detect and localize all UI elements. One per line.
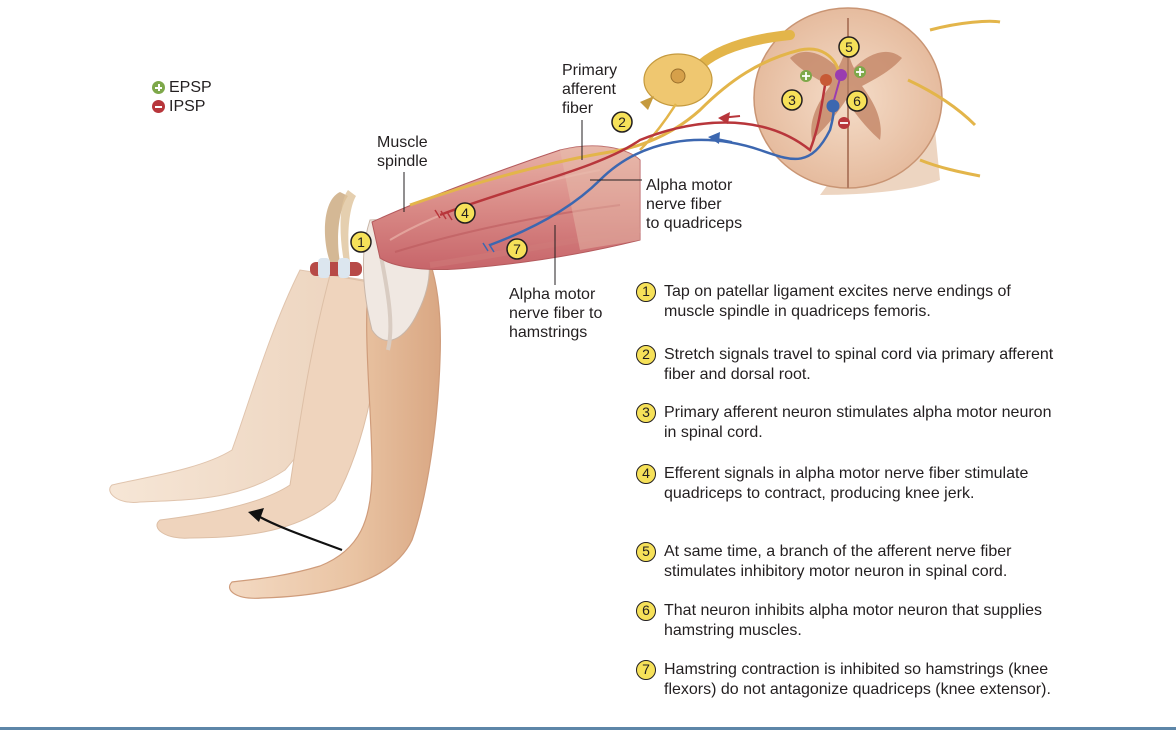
step-text: Hamstring contraction is inhibited so ha… — [664, 661, 1051, 698]
step-number-badge: 4 — [636, 464, 656, 484]
marker-4: 4 — [454, 202, 476, 224]
step-text: Tap on patellar ligament excites nerve e… — [664, 283, 1011, 320]
label-line: nerve fiber — [646, 196, 722, 213]
marker-3: 3 — [781, 89, 803, 111]
reflex-hammer — [310, 190, 362, 278]
label-alpha-hamstrings: Alpha motor nerve fiber to hamstrings — [509, 285, 602, 342]
marker-number: 2 — [618, 114, 626, 130]
efferent-pathways — [434, 69, 847, 253]
label-line: Alpha motor — [509, 286, 596, 303]
label-line: hamstrings — [509, 324, 588, 341]
step-3: 3 Primary afferent neuron stimulates alp… — [636, 403, 1064, 443]
step-7: 7 Hamstring contraction is inhibited so … — [636, 660, 1064, 700]
cord-synapse-symbols — [800, 66, 866, 129]
label-line: spindle — [377, 153, 428, 170]
label-line: nerve fiber to — [509, 305, 603, 322]
legend-ipsp: IPSP — [152, 97, 212, 116]
bottom-rule — [0, 727, 1176, 730]
label-line: Primary — [562, 62, 618, 79]
step-2: 2 Stretch signals travel to spinal cord … — [636, 345, 1064, 385]
step-text: That neuron inhibits alpha motor neuron … — [664, 602, 1043, 639]
step-4: 4 Efferent signals in alpha motor nerve … — [636, 464, 1064, 504]
legend-epsp: EPSP — [152, 78, 212, 97]
step-number-badge: 7 — [636, 660, 656, 680]
label-line: to quadriceps — [646, 215, 743, 232]
thigh — [371, 145, 641, 270]
label-alpha-quadriceps: Alpha motor nerve fiber to quadriceps — [646, 176, 742, 233]
step-number-badge: 6 — [636, 601, 656, 621]
step-number-badge: 2 — [636, 345, 656, 365]
step-text: Primary afferent neuron stimulates alpha… — [664, 404, 1052, 441]
marker-number: 5 — [845, 39, 853, 55]
step-markers: 1 2 3 4 5 6 7 — [350, 36, 868, 260]
marker-number: 3 — [788, 92, 796, 108]
marker-number: 1 — [357, 234, 365, 250]
legend: EPSP IPSP — [152, 78, 212, 116]
marker-number: 7 — [513, 241, 521, 257]
step-1: 1 Tap on patellar ligament excites nerve… — [636, 282, 1064, 322]
step-number-badge: 3 — [636, 403, 656, 423]
marker-2: 2 — [611, 111, 633, 133]
step-text: Stretch signals travel to spinal cord vi… — [664, 346, 1054, 383]
ipsp-minus-icon — [152, 100, 165, 113]
leg-motion-ghosts — [109, 269, 386, 539]
step-text: Efferent signals in alpha motor nerve fi… — [664, 465, 1029, 502]
motion-arrow — [248, 508, 343, 552]
step-text: At same time, a branch of the afferent n… — [664, 543, 1012, 580]
legend-ipsp-label: IPSP — [169, 98, 206, 115]
marker-7: 7 — [506, 238, 528, 260]
step-number-badge: 1 — [636, 282, 656, 302]
label-line: afferent — [562, 81, 616, 98]
marker-number: 6 — [853, 93, 861, 109]
label-muscle-spindle: Muscle spindle — [377, 133, 428, 171]
afferent-pathway — [409, 30, 842, 207]
leader-lines — [403, 120, 642, 285]
step-number-badge: 5 — [636, 542, 656, 562]
label-line: fiber — [562, 100, 594, 117]
marker-6: 6 — [846, 90, 868, 112]
label-line: Muscle — [377, 134, 428, 151]
label-line: Alpha motor — [646, 177, 733, 194]
epsp-plus-icon — [152, 81, 165, 94]
step-6: 6 That neuron inhibits alpha motor neuro… — [636, 601, 1064, 641]
marker-5: 5 — [838, 36, 860, 58]
legend-epsp-label: EPSP — [169, 79, 212, 96]
marker-number: 4 — [461, 205, 469, 221]
label-primary-afferent: Primary afferent fiber — [562, 61, 617, 118]
marker-1: 1 — [350, 231, 372, 253]
step-5: 5 At same time, a branch of the afferent… — [636, 542, 1064, 582]
